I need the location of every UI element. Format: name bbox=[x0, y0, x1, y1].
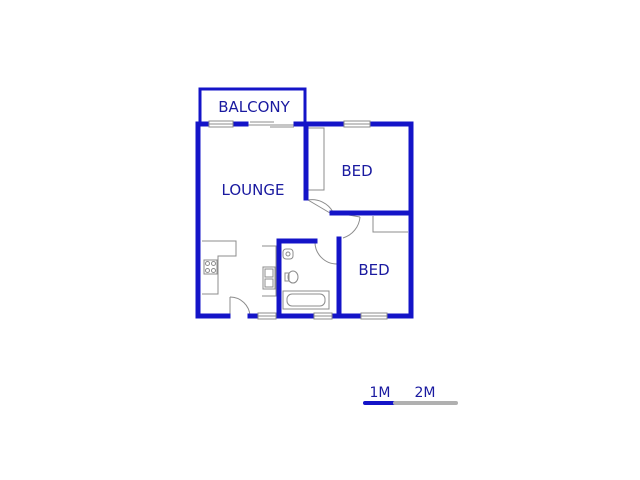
stove-icon bbox=[203, 259, 218, 275]
scale-label-2m: 2M bbox=[415, 385, 436, 401]
scale-bar: 1M 2M bbox=[363, 385, 458, 405]
room-label-lounge: LOUNGE bbox=[222, 181, 285, 199]
wardrobe-bed-2 bbox=[372, 216, 408, 233]
bathroom-side-counter bbox=[262, 245, 277, 297]
windows bbox=[208, 120, 388, 320]
balcony-wall bbox=[198, 87, 307, 126]
room-label-bed-1: BED bbox=[341, 162, 372, 180]
room-label-bed-2: BED bbox=[358, 261, 389, 279]
door-bed-1 bbox=[307, 199, 331, 214]
fixtures bbox=[202, 121, 408, 310]
wardrobe-bed-1 bbox=[308, 127, 325, 191]
basin-icon bbox=[282, 248, 294, 260]
room-label-balcony: BALCONY bbox=[218, 98, 290, 116]
toilet-icon bbox=[287, 270, 299, 284]
scale-label-1m: 1M bbox=[370, 385, 391, 401]
kitchen-sink-icon bbox=[262, 266, 276, 290]
kitchen-counter bbox=[202, 240, 237, 295]
bathtub-icon bbox=[282, 290, 330, 310]
